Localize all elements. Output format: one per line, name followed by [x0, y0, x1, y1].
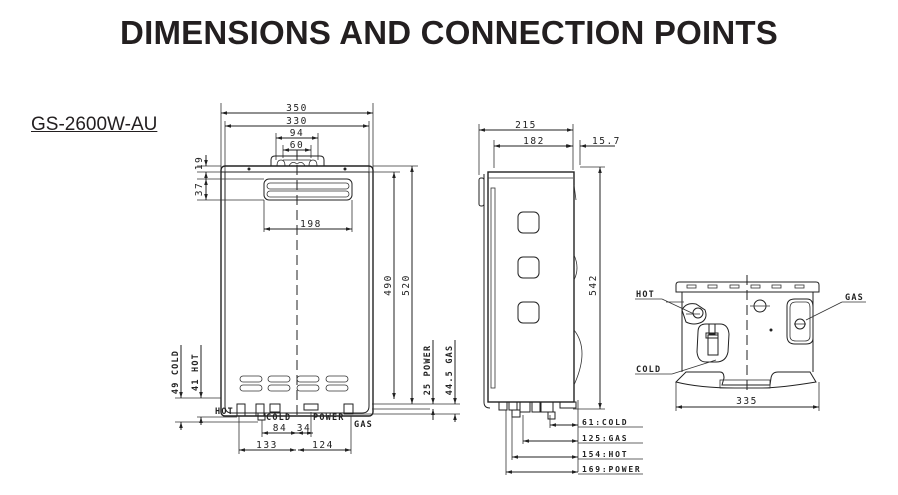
unit-body-side	[487, 171, 575, 403]
dim-182: 182	[523, 136, 545, 147]
dim-335: 335	[736, 396, 758, 407]
side-panel-cutout	[517, 301, 540, 324]
dim-44-5-gas: 44.5 GAS	[445, 345, 455, 396]
bottom-view: HOT COLD GAS 335	[635, 275, 866, 411]
dim-124: 124	[312, 440, 334, 451]
bottom-vents	[239, 375, 349, 392]
dim-330: 330	[286, 116, 308, 127]
dim-133: 133	[256, 440, 278, 451]
bottom-label-hot: HOT	[636, 290, 655, 300]
label-gas: GAS	[354, 420, 373, 430]
exhaust-vent	[263, 178, 353, 201]
dim-84: 84	[273, 423, 287, 434]
label-hot: HOT	[215, 407, 234, 417]
front-view: 350 330 94 60 198	[171, 103, 460, 454]
dim-350: 350	[286, 103, 308, 114]
callout-gas: 125:GAS	[582, 434, 628, 443]
side-view: 215 182 15.7 542	[478, 120, 643, 475]
model-name: GS-2600W-AU	[31, 114, 158, 135]
label-power: POWER	[313, 413, 345, 423]
side-panel-cutout	[517, 211, 540, 234]
dim-198: 198	[300, 219, 322, 230]
dim-19: 19	[194, 156, 205, 170]
bottom-label-gas: GAS	[845, 293, 864, 303]
dim-15-7: 15.7	[592, 136, 621, 147]
dim-25-power: 25 POWER	[423, 345, 433, 396]
callout-hot: 154:HOT	[582, 450, 628, 459]
page-title: DIMENSIONS AND CONNECTION POINTS	[120, 14, 778, 51]
dim-37: 37	[194, 182, 205, 196]
unit-top-bottom-view	[675, 281, 820, 293]
dim-41-hot: 41 HOT	[191, 353, 201, 391]
bottom-label-cold: COLD	[636, 365, 661, 375]
dim-490: 490	[383, 274, 394, 296]
dim-94: 94	[290, 128, 304, 139]
dim-215: 215	[515, 120, 537, 131]
callout-cold: 61:COLD	[582, 418, 628, 427]
dim-49-cold: 49 COLD	[171, 350, 181, 394]
dim-34: 34	[297, 423, 311, 434]
dim-60: 60	[290, 140, 304, 151]
label-cold: COLD	[266, 413, 291, 423]
side-panel-cutout	[517, 256, 540, 279]
dim-542: 542	[588, 274, 599, 296]
dim-520: 520	[401, 274, 412, 296]
callout-power: 169:POWER	[582, 465, 642, 474]
